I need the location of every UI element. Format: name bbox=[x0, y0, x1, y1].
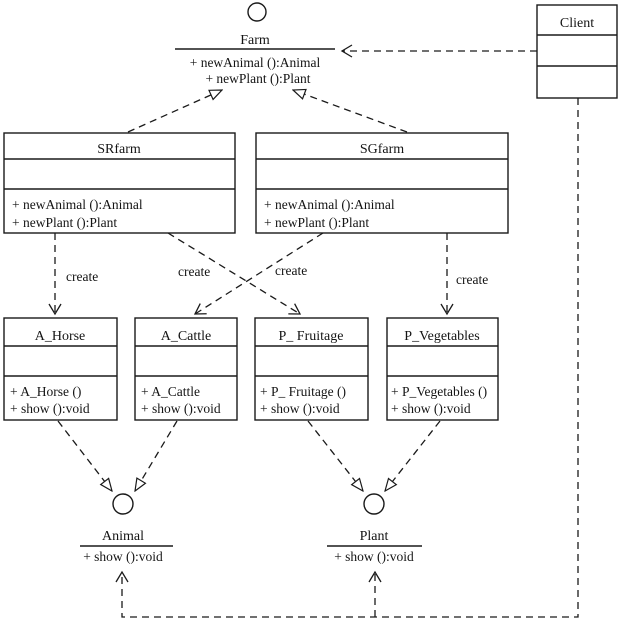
class-box bbox=[255, 132, 509, 234]
class-box bbox=[3, 317, 118, 421]
class-name: A_Cattle bbox=[161, 329, 212, 344]
interface-circle bbox=[363, 493, 385, 515]
create-sgfarm-acattle bbox=[193, 232, 324, 315]
create-label: create bbox=[275, 263, 307, 278]
class-srfarm: SRfarm + newAnimal ():Animal + newPlant … bbox=[3, 132, 236, 234]
interface-farm: Farm + newAnimal ():Animal + newPlant ()… bbox=[175, 2, 335, 86]
class-name: P_ Fruitage bbox=[279, 329, 344, 344]
class-operation: + A_Horse () bbox=[10, 384, 81, 399]
class-box bbox=[3, 132, 236, 234]
dependency-client-animal bbox=[115, 98, 579, 618]
realization-ahorse-animal bbox=[57, 420, 112, 491]
class-operation: + P_Vegetables () bbox=[391, 384, 487, 399]
class-operation: + show ():void bbox=[260, 401, 340, 416]
interface-operation: + newPlant ():Plant bbox=[205, 71, 310, 86]
interface-circle bbox=[247, 2, 267, 22]
class-box bbox=[386, 317, 499, 421]
interface-circle bbox=[112, 493, 134, 515]
class-operation: + A_Cattle bbox=[141, 384, 200, 399]
class-name: A_Horse bbox=[35, 329, 86, 344]
interface-operation: + newAnimal ():Animal bbox=[190, 55, 321, 70]
interface-name: Plant bbox=[360, 529, 389, 544]
class-operation: + P_ Fruitage () bbox=[260, 384, 346, 399]
realization-sgfarm-farm bbox=[293, 90, 408, 133]
interface-operation: + show ():void bbox=[334, 549, 414, 564]
create-label: create bbox=[456, 272, 488, 287]
class-a-cattle: A_Cattle + A_Cattle + show ():void bbox=[134, 317, 238, 421]
class-operation: + show ():void bbox=[391, 401, 471, 416]
interface-plant: Plant + show ():void bbox=[327, 493, 422, 564]
class-name: SRfarm bbox=[97, 142, 141, 157]
interface-name: Animal bbox=[102, 529, 144, 544]
class-p-vegetables: P_Vegetables + P_Vegetables () + show ()… bbox=[386, 317, 499, 421]
class-p-fruitage: P_ Fruitage + P_ Fruitage () + show ():v… bbox=[254, 317, 369, 421]
class-name: Client bbox=[560, 16, 594, 31]
class-box bbox=[254, 317, 369, 421]
create-label: create bbox=[178, 264, 210, 279]
class-operation: + newAnimal ():Animal bbox=[12, 197, 143, 212]
class-sgfarm: SGfarm + newAnimal ():Animal + newPlant … bbox=[255, 132, 509, 234]
class-name: SGfarm bbox=[360, 142, 404, 157]
class-a-horse: A_Horse + A_Horse () + show ():void bbox=[3, 317, 118, 421]
interface-name: Farm bbox=[240, 33, 270, 48]
realization-acattle-animal bbox=[135, 420, 178, 491]
class-operation: + show ():void bbox=[10, 401, 90, 416]
class-name: P_Vegetables bbox=[404, 329, 479, 344]
class-operation: + newPlant ():Plant bbox=[12, 215, 117, 230]
interface-animal: Animal + show ():void bbox=[80, 493, 173, 564]
create-label: create bbox=[66, 269, 98, 284]
class-box bbox=[134, 317, 238, 421]
interface-operation: + show ():void bbox=[83, 549, 163, 564]
class-operation: + newAnimal ():Animal bbox=[264, 197, 395, 212]
realization-srfarm-farm bbox=[127, 90, 222, 133]
realization-pfruitage-plant bbox=[307, 420, 363, 491]
create-srfarm-pfruitage bbox=[167, 232, 302, 315]
class-operation: + newPlant ():Plant bbox=[264, 215, 369, 230]
class-box bbox=[536, 4, 618, 99]
realization-pvegetables-plant bbox=[385, 420, 441, 491]
class-operation: + show ():void bbox=[141, 401, 221, 416]
class-client: Client bbox=[536, 4, 618, 99]
